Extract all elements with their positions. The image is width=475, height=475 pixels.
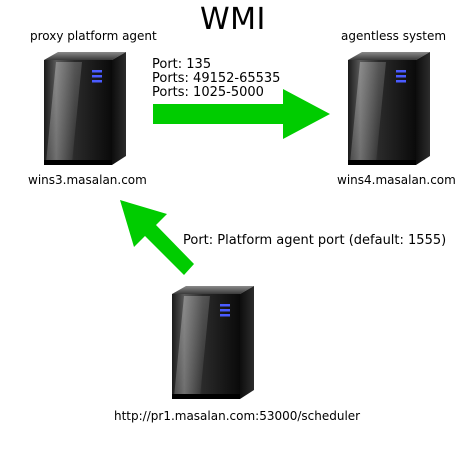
scheduler-host-label: http://pr1.masalan.com:53000/scheduler (114, 409, 361, 423)
proxy-host-label: wins3.masalan.com (28, 173, 147, 187)
agent-port-label: Port: Platform agent port (default: 1555… (183, 233, 447, 248)
server-tower-icon (162, 282, 262, 402)
port-line: Port: 135 (152, 57, 212, 72)
proxy-role-label: proxy platform agent (30, 29, 157, 43)
diagram-title: WMI (200, 2, 266, 37)
right-arrow-icon (153, 89, 330, 139)
up-left-arrow-icon (120, 200, 194, 275)
port-line: Ports: 49152-65535 (152, 71, 281, 86)
agentless-role-label: agentless system (341, 29, 447, 43)
agentless-host-label: wins4.masalan.com (337, 173, 456, 187)
server-tower-icon (338, 48, 438, 168)
port-line: Ports: 1025-5000 (152, 85, 264, 100)
port-list: Port: 135 Ports: 49152-65535 Ports: 1025… (152, 58, 280, 100)
server-tower-icon (34, 48, 134, 168)
